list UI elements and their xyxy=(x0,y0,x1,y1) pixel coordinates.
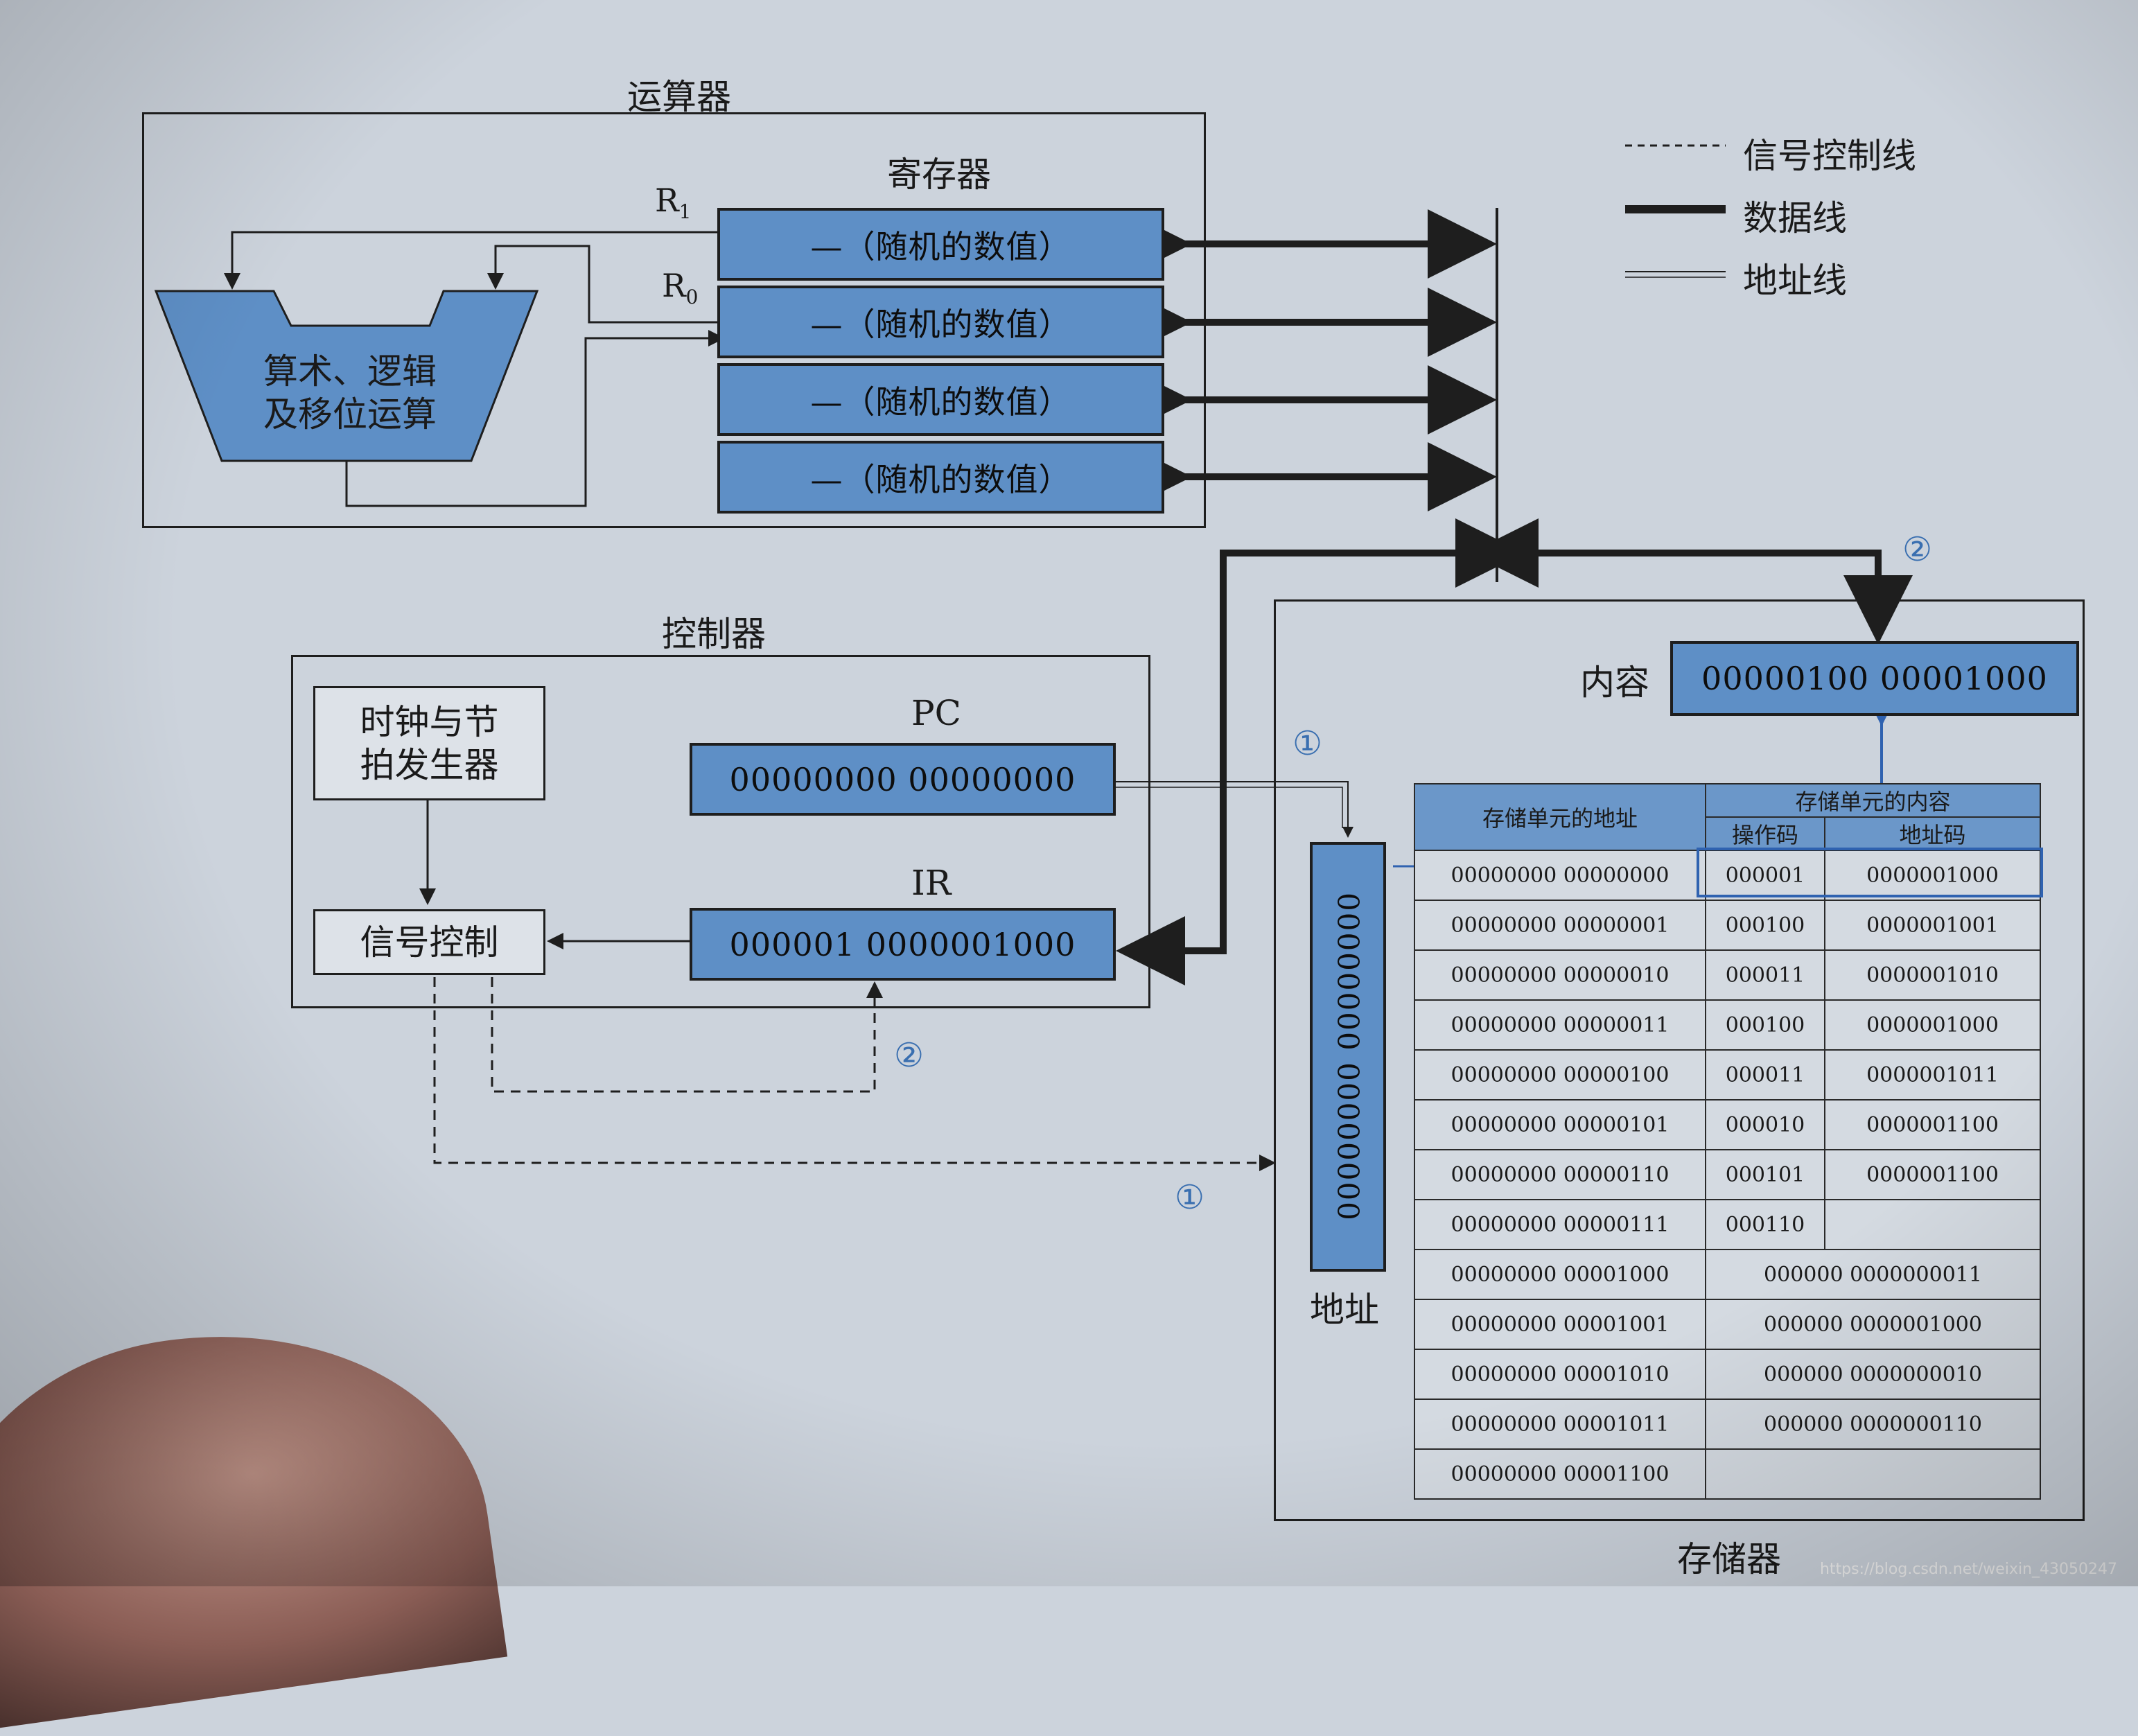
row-opcode: 000011 xyxy=(1705,949,1825,1001)
register-title: 寄存器 xyxy=(887,155,991,195)
row-address: 00000000 00001010 xyxy=(1414,1349,1706,1400)
bus-to-content-line xyxy=(1455,518,1913,645)
connector-lines xyxy=(154,144,1913,1171)
row-value xyxy=(1705,1448,2041,1500)
pc-register: 00000000 00000000 xyxy=(690,743,1116,816)
header-address: 存储单元的地址 xyxy=(1414,783,1706,851)
pc-to-address-line xyxy=(1116,781,1353,838)
row-addrcode xyxy=(1824,1199,2041,1250)
header-addrcode: 地址码 xyxy=(1824,816,2041,851)
row-opcode: 000100 xyxy=(1705,999,1825,1051)
row-address: 00000000 00000110 xyxy=(1414,1149,1706,1200)
row-address: 00000000 00001011 xyxy=(1414,1399,1706,1450)
row-value: 000000 0000001000 xyxy=(1705,1299,2041,1350)
step2-marker-ir: ② xyxy=(894,1036,925,1075)
register-bus-arrows xyxy=(1123,209,1497,511)
r1-to-alu-line xyxy=(224,231,721,290)
row-addrcode: 0000001000 xyxy=(1824,999,2041,1051)
row-address: 00000000 00001000 xyxy=(1414,1249,1706,1300)
controller-title: 控制器 xyxy=(662,614,766,654)
pc-label: PC xyxy=(911,693,961,733)
alu-section-title: 运算器 xyxy=(627,77,731,117)
r0-to-alu-line xyxy=(487,245,721,324)
row-address: 00000000 00000111 xyxy=(1414,1199,1706,1250)
alu-text: 算术、逻辑 及移位运算 xyxy=(263,351,437,435)
row-value: 000000 0000000110 xyxy=(1705,1399,2041,1450)
legend-address-label: 地址线 xyxy=(1743,261,1847,301)
row-opcode: 000110 xyxy=(1705,1199,1825,1250)
row-address: 00000000 00000001 xyxy=(1414,900,1706,951)
row-addrcode: 0000001001 xyxy=(1824,900,2041,951)
row-address: 00000000 00001100 xyxy=(1414,1448,1706,1500)
content-register: 00000100 00001000 xyxy=(1670,641,2079,716)
header-opcode: 操作码 xyxy=(1705,816,1825,851)
watermark: https://blog.csdn.net/weixin_43050247 xyxy=(1819,1561,2117,1578)
ir-label: IR xyxy=(911,863,952,903)
address-register: 00000000 00000000 xyxy=(1310,842,1386,1272)
controller-box xyxy=(291,655,1150,1008)
row-address: 00000000 00000011 xyxy=(1414,999,1706,1051)
alu-output-line xyxy=(345,330,725,507)
address-label: 地址 xyxy=(1310,1290,1379,1330)
row-address: 00000000 00000010 xyxy=(1414,949,1706,1001)
legend-signal-label: 信号控制线 xyxy=(1743,136,1916,176)
r0-label: R0 xyxy=(662,267,699,309)
content-label: 内容 xyxy=(1580,663,1649,703)
row-opcode: 000101 xyxy=(1705,1149,1825,1200)
header-content: 存储单元的内容 xyxy=(1705,783,2041,818)
r1-label: R1 xyxy=(655,182,692,224)
signal-to-ir-dashed xyxy=(491,977,883,1093)
row-opcode: 000100 xyxy=(1705,900,1825,951)
row-value: 000000 0000000011 xyxy=(1705,1249,2041,1300)
row-addrcode: 0000001010 xyxy=(1824,949,2041,1001)
row-addrcode: 0000001100 xyxy=(1824,1149,2041,1200)
row-addrcode: 0000001100 xyxy=(1824,1099,2041,1150)
selected-row-highlight xyxy=(1697,848,2043,897)
signal-to-memory-dashed xyxy=(433,977,1276,1171)
row-address: 00000000 00000101 xyxy=(1414,1099,1706,1150)
clock-generator: 时钟与节 拍发生器 xyxy=(313,686,545,800)
ir-register: 000001 0000001000 xyxy=(690,908,1116,981)
row-value: 000000 0000000010 xyxy=(1705,1349,2041,1400)
memory-table: 存储单元的地址 存储单元的内容 操作码 地址码 00000000 0000000… xyxy=(1414,783,2041,1500)
data-row: 00000000 00001100 xyxy=(1414,1448,2041,1500)
step2-marker-bus: ② xyxy=(1902,530,1933,569)
memory-title: 存储器 xyxy=(1677,1539,1781,1579)
row-address: 00000000 00000000 xyxy=(1414,850,1706,901)
row-opcode: 000011 xyxy=(1705,1049,1825,1101)
row-address: 00000000 00001001 xyxy=(1414,1299,1706,1350)
step1-marker-dashed: ① xyxy=(1175,1178,1205,1217)
legend-data-label: 数据线 xyxy=(1743,198,1847,238)
bus-to-ir-line xyxy=(1116,518,1539,985)
row-addrcode: 0000001011 xyxy=(1824,1049,2041,1101)
row-opcode: 000010 xyxy=(1705,1099,1825,1150)
register-r2: —（随机的数值） xyxy=(717,363,1164,436)
register-r3: —（随机的数值） xyxy=(717,441,1164,514)
memory-box xyxy=(1274,599,2085,1521)
row-addrcode: 0000001000 xyxy=(1824,850,2041,901)
alu-section-box xyxy=(142,112,1206,528)
row-opcode: 000001 xyxy=(1705,850,1825,901)
register-r0: —（随机的数值） xyxy=(717,286,1164,358)
signal-control: 信号控制 xyxy=(313,909,545,975)
alu-shape xyxy=(154,290,539,462)
register-r1: —（随机的数值） xyxy=(717,208,1164,281)
row-address: 00000000 00000100 xyxy=(1414,1049,1706,1101)
step1-marker-pc: ① xyxy=(1293,724,1323,763)
